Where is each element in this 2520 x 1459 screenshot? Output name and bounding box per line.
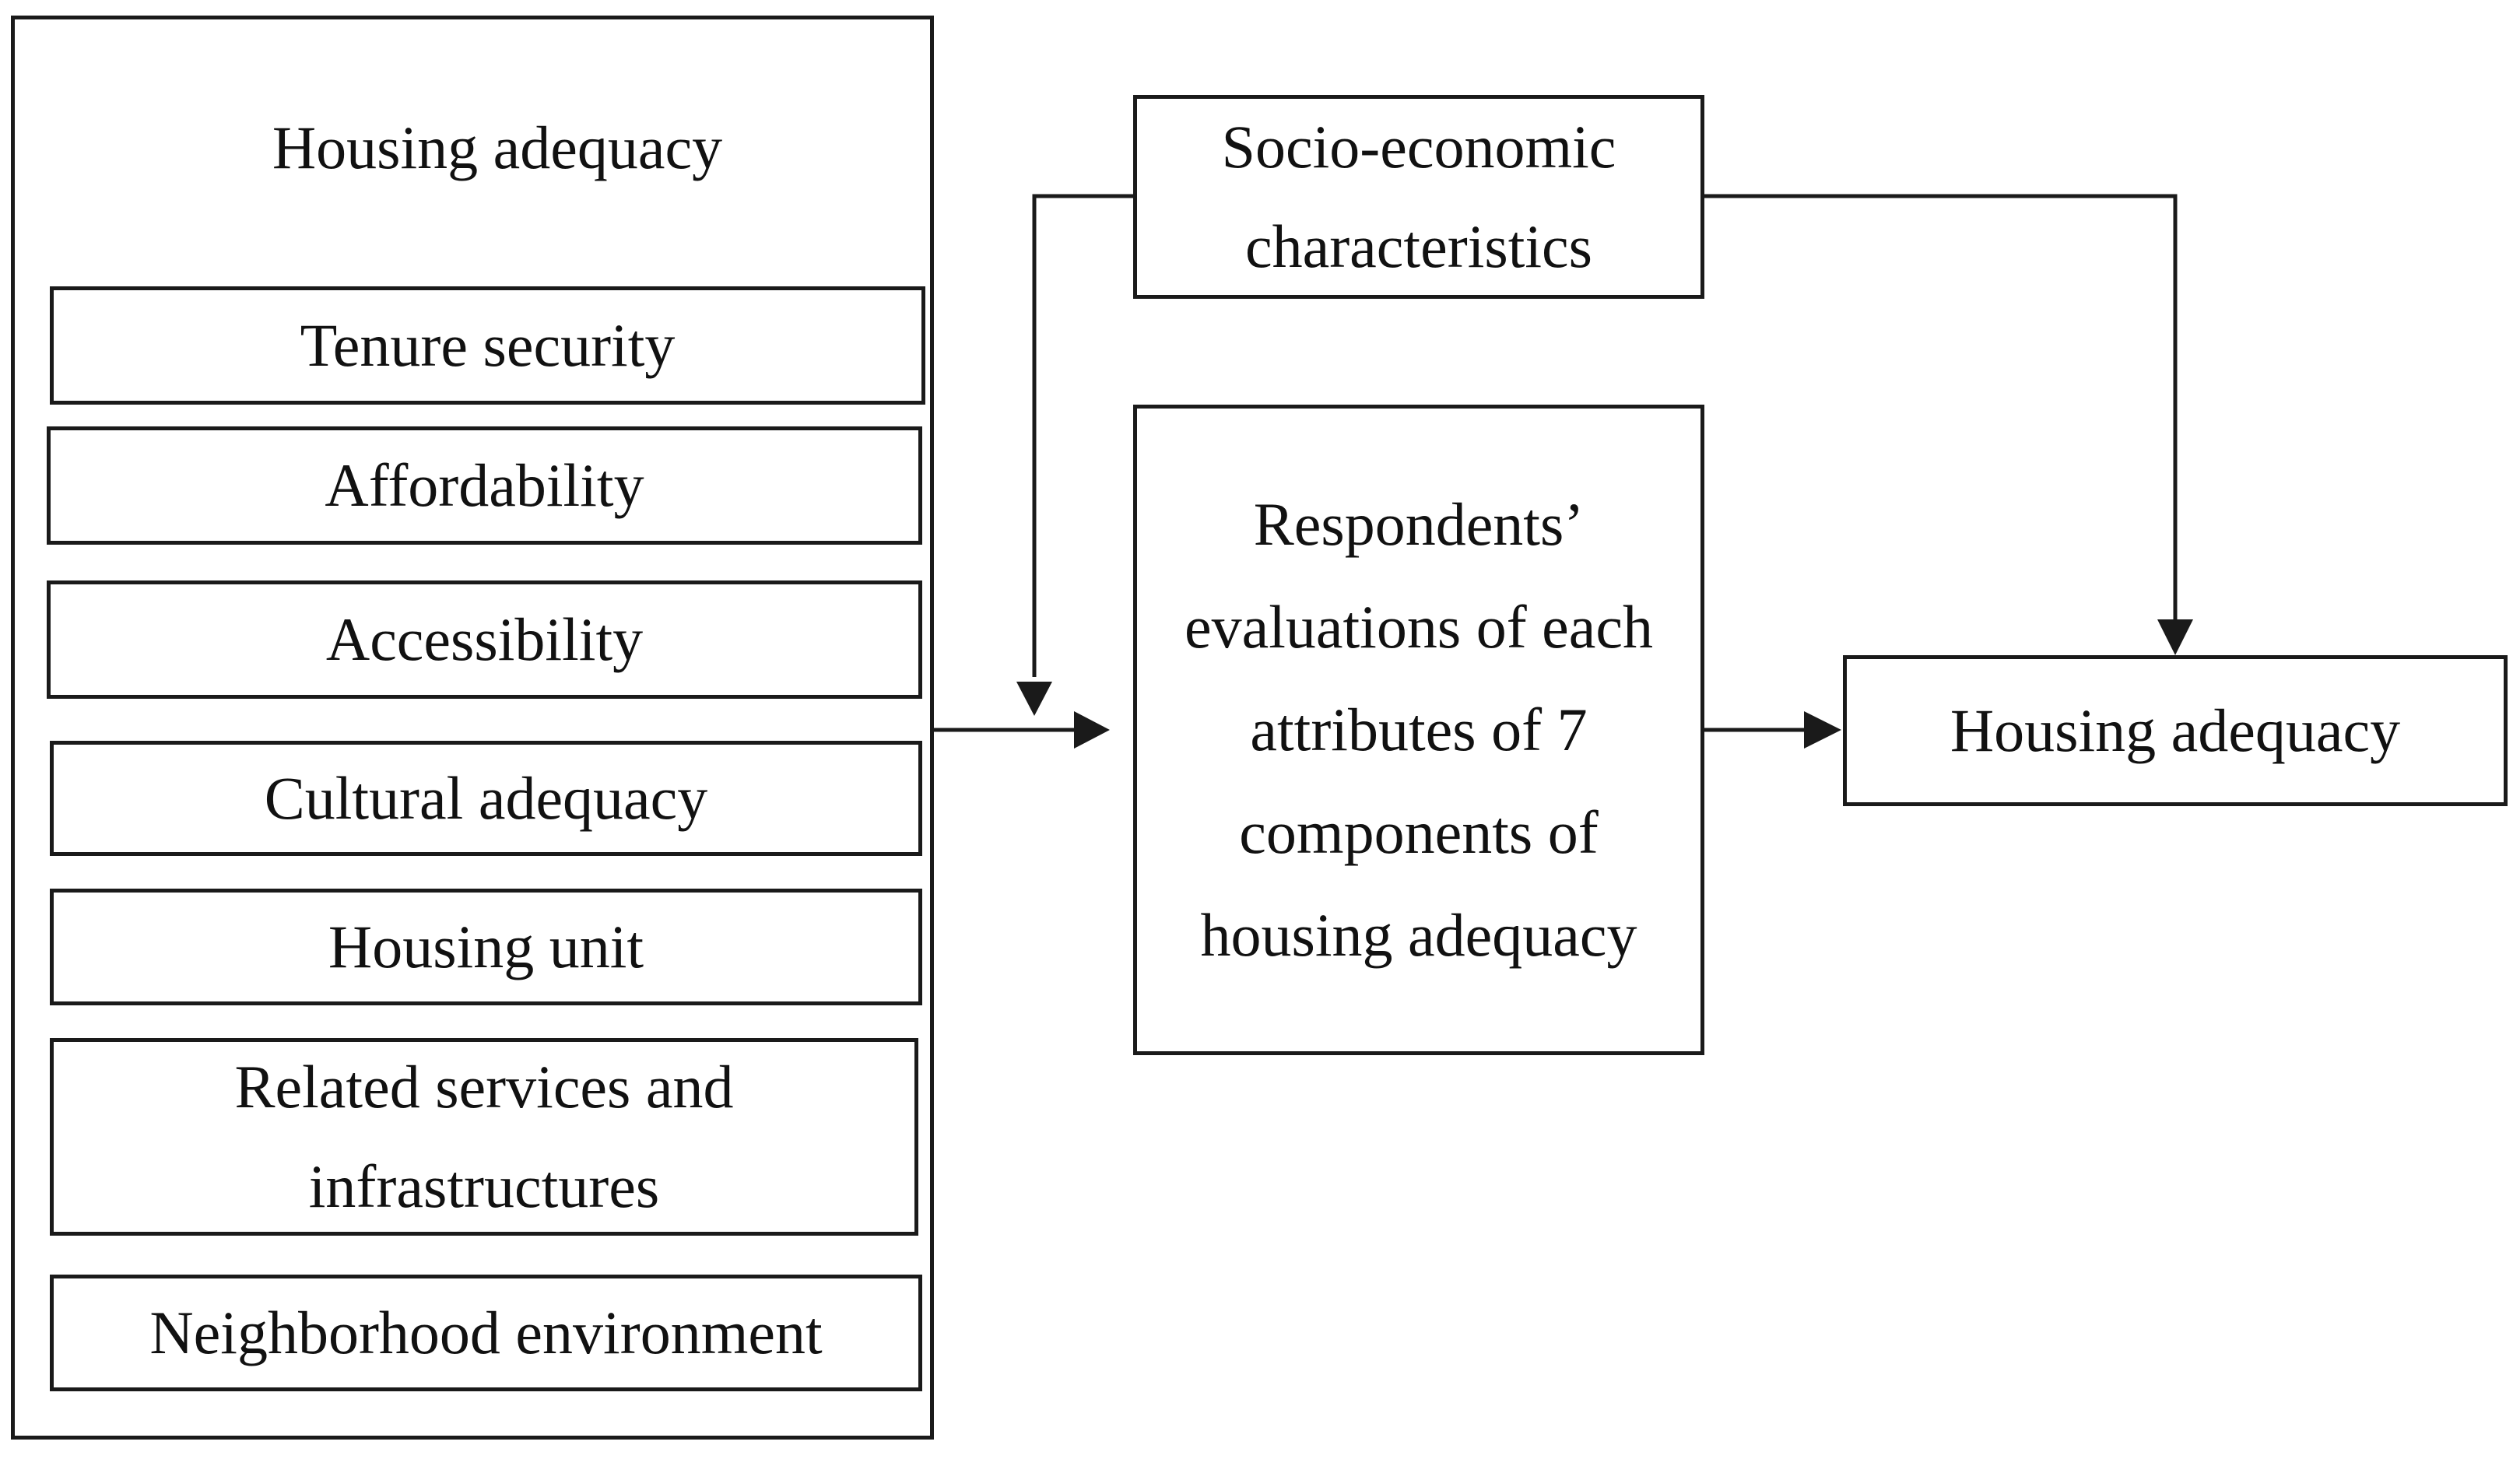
socio-economic-box: Socio-economic characteristics: [1133, 95, 1704, 299]
arrowhead-right-outcome: [1804, 711, 1841, 749]
component-cultural-adequacy: Cultural adequacy: [50, 741, 922, 856]
component-tenure-security: Tenure security: [50, 286, 925, 405]
arrowhead-right-evaluation: [1074, 711, 1110, 749]
connector-socio-to-outcome: [1704, 194, 2178, 623]
connector-socio-to-evaluation: [1032, 194, 1133, 677]
arrowhead-down-right: [2157, 619, 2193, 655]
outcome-housing-adequacy-box: Housing adequacy: [1843, 655, 2508, 806]
component-accessibility: Accessibility: [47, 580, 922, 699]
components-panel-title: Housing adequacy: [272, 114, 723, 181]
component-affordability: Affordability: [47, 426, 922, 545]
component-neighborhood-environment: Neighborhood environment: [50, 1275, 922, 1391]
component-related-services: Related services and infrastructures: [50, 1038, 918, 1236]
arrowhead-down-left: [1016, 682, 1052, 716]
component-housing-unit: Housing unit: [50, 889, 922, 1005]
evaluations-box: Respondents’ evaluations of each attribu…: [1133, 405, 1704, 1055]
